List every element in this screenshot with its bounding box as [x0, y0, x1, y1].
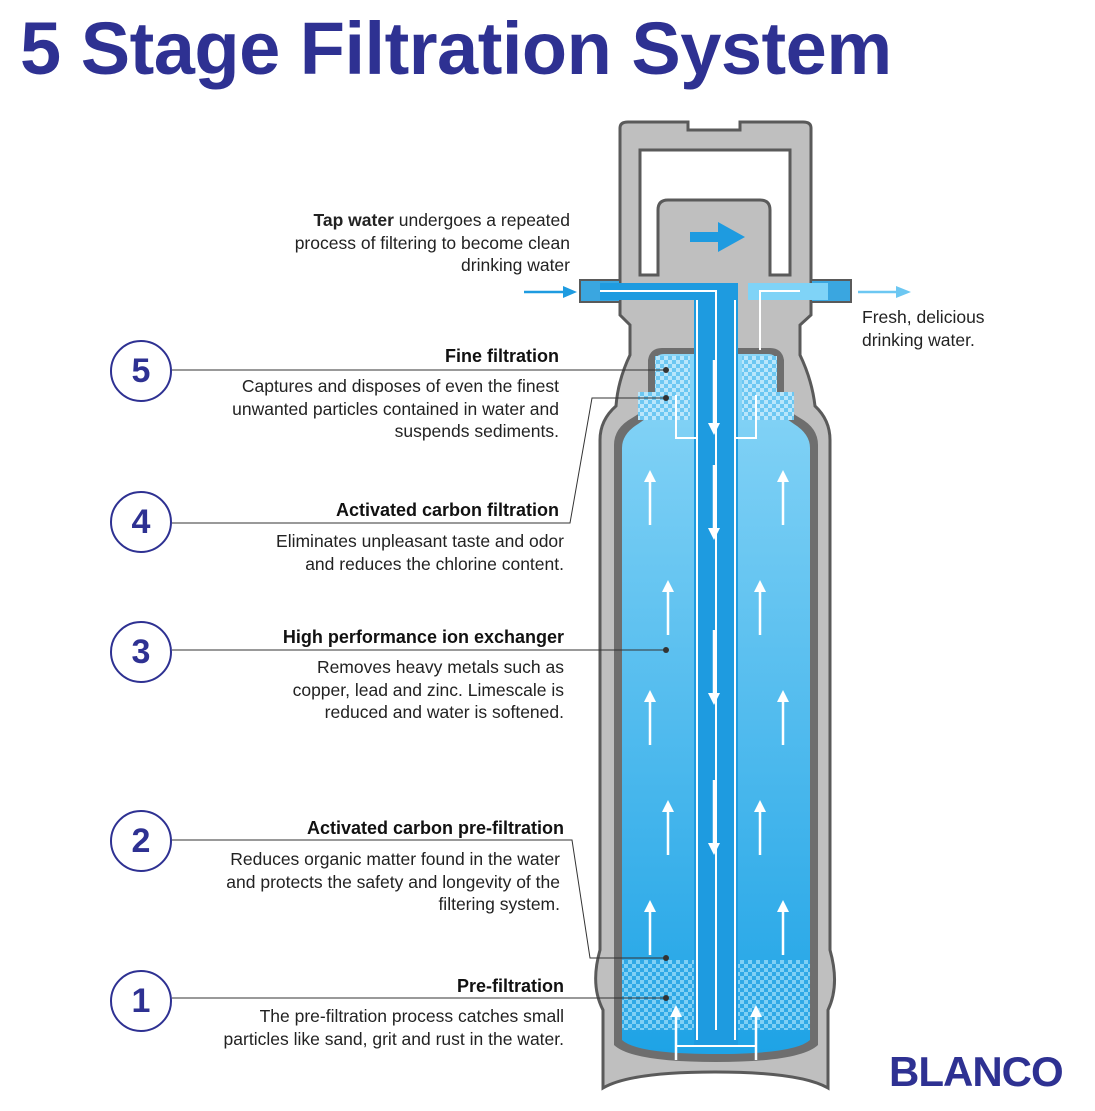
stage-5-line-1: Captures and disposes of even the finest	[241, 376, 559, 396]
stage-3-name: High performance ion exchanger	[282, 627, 564, 647]
up-arrow-icon	[777, 690, 789, 745]
flow-arrow-icon	[690, 222, 745, 252]
up-arrow-icon	[750, 1005, 762, 1060]
intro-bold: Tap water	[313, 210, 394, 230]
down-arrow-icon	[708, 630, 720, 705]
stage-3-line-1: Removes heavy metals such as	[316, 657, 564, 677]
stage-2-description: Reduces organic matter found in the wate…	[130, 848, 560, 916]
stage-4-line-1: Eliminates unpleasant taste and odor	[276, 531, 564, 551]
brand-logo: BLANCO	[889, 1048, 1064, 1095]
downward-flow-arrows	[708, 360, 720, 855]
stage-4-name: Activated carbon filtration	[335, 500, 559, 520]
up-arrow-icon	[777, 470, 789, 525]
up-arrow-icon	[662, 580, 674, 635]
up-arrow-icon	[644, 470, 656, 525]
stage-2-badge: 2	[110, 810, 172, 872]
down-arrow-icon	[708, 780, 720, 855]
upward-flow-arrows	[644, 470, 789, 1060]
intro-text: Tap water undergoes a repeated process o…	[230, 209, 570, 277]
stage-2-line-2: and protects the safety and longevity of…	[226, 871, 560, 892]
stage-5-line-2: unwanted particles contained in water an…	[232, 398, 559, 419]
intro-line-3: drinking water	[461, 255, 570, 275]
up-arrow-icon	[670, 1005, 682, 1060]
outlet-arrow-icon	[858, 286, 911, 298]
stage-4-line-2: and reduces the chlorine content.	[305, 553, 564, 574]
stage-1-description: The pre-filtration process catches small…	[130, 1005, 564, 1050]
up-arrow-icon	[644, 900, 656, 955]
outlet-line-1: Fresh, delicious	[862, 307, 985, 327]
leader-line-4	[172, 397, 666, 524]
up-arrow-icon	[662, 800, 674, 855]
stage-2-name: Activated carbon pre-filtration	[306, 818, 564, 838]
stage-1-name: Pre-filtration	[456, 976, 564, 996]
stage-3-line-2: copper, lead and zinc. Limescale is	[292, 679, 564, 700]
up-arrow-icon	[754, 800, 766, 855]
stage-5-badge: 5	[110, 340, 172, 402]
page-title: 5 Stage Filtration System	[20, 7, 892, 90]
stage-5-description: Captures and disposes of even the finest…	[130, 375, 559, 443]
stage-3-line-3: reduced and water is softened.	[324, 702, 564, 722]
outlet-line-2: drinking water.	[862, 329, 975, 350]
inlet-arrow-icon	[524, 286, 577, 298]
stage-4-badge: 4	[110, 491, 172, 553]
down-arrow-icon	[708, 360, 720, 435]
stage-1-badge: 1	[110, 970, 172, 1032]
stage-1-line-1: The pre-filtration process catches small	[259, 1006, 564, 1026]
leader-lines	[172, 369, 666, 999]
leader-dots	[663, 367, 669, 1001]
stage-3-badge: 3	[110, 621, 172, 683]
stage-1-line-2: particles like sand, grit and rust in th…	[223, 1028, 564, 1049]
stage-4-description: Eliminates unpleasant taste and odor and…	[130, 530, 564, 575]
stage-3-description: Removes heavy metals such as copper, lea…	[130, 656, 564, 724]
up-arrow-icon	[754, 580, 766, 635]
up-arrow-icon	[777, 900, 789, 955]
intro-line-1: undergoes a repeated	[393, 210, 570, 230]
stage-2-line-1: Reduces organic matter found in the wate…	[230, 849, 560, 869]
stage-5-line-3: suspends sediments.	[394, 421, 559, 441]
stage-5-name: Fine filtration	[445, 346, 559, 366]
outlet-text: Fresh, delicious drinking water.	[862, 306, 1082, 351]
up-arrow-icon	[644, 690, 656, 745]
intro-line-2: process of filtering to become clean	[294, 232, 570, 253]
leader-line-2	[172, 839, 666, 959]
stage-2-line-3: filtering system.	[438, 894, 560, 914]
down-arrow-icon	[708, 465, 720, 540]
central-tube	[600, 283, 828, 1047]
